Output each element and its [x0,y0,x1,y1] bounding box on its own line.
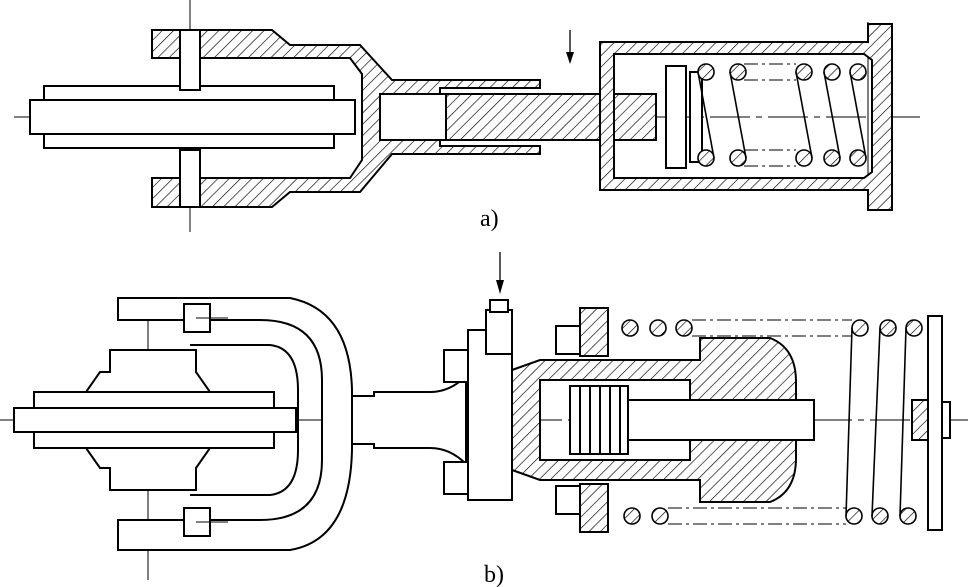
brake-disc-core-b [13,407,297,433]
figure-b: b) [0,252,971,587]
spring-housing-a [599,23,893,211]
lever-nut-top-b [443,349,469,383]
flange-top-b [579,307,609,357]
spring-coils-b [621,319,923,525]
flange-nut-top-b [555,325,581,355]
brake-disc-a [29,85,356,149]
end-nut-b [941,401,951,439]
pin-cap-b [489,299,509,313]
bolt-top-a [179,29,201,91]
flange-nut-bottom-b [555,485,581,515]
figure-a: a) [14,0,920,232]
flange-bottom-b [579,483,609,533]
spring-housing-b [511,337,797,503]
end-washer-b [911,399,929,441]
caption-b: b) [484,562,504,587]
piston-stack-b [569,385,815,455]
c-frame-b [117,297,353,551]
force-arrow-b [496,252,504,294]
spring-plate-inner-a [689,71,703,163]
caption-a: a) [480,206,499,232]
end-plate-b [927,315,943,531]
shaft-b [351,373,467,467]
lever-nut-bottom-b [443,461,469,495]
force-arrow-a [566,30,574,64]
pin-b [485,309,513,355]
bolt-bottom-a [179,149,201,208]
lever-plate-b [467,329,513,501]
push-rod-a [379,93,447,141]
c-frame-inner-b [190,344,299,496]
spring-coils-a [697,63,867,167]
push-rod-hatched-a [445,93,657,141]
spring-plate-a [665,65,687,169]
frame-bolts-b [183,303,228,537]
